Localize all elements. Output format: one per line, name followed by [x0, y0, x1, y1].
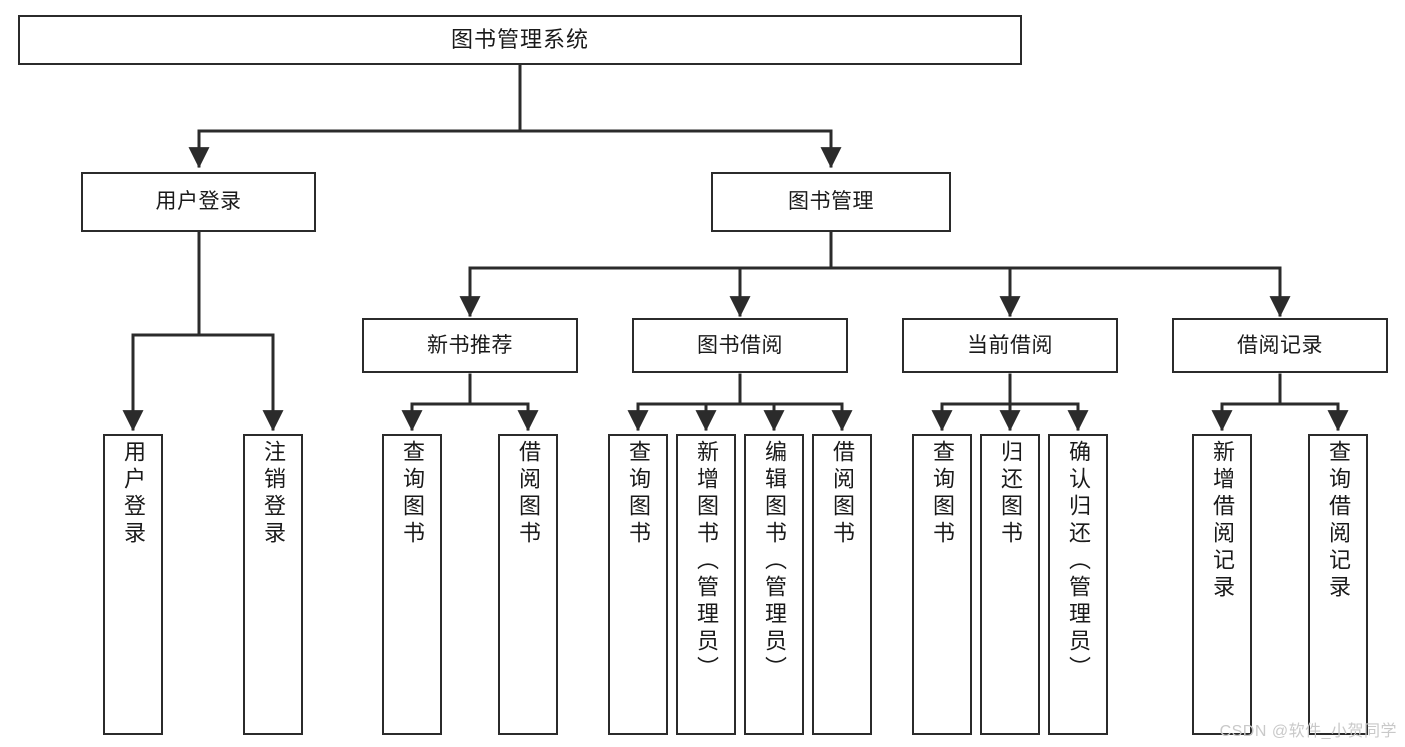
node-leaf-query-record-label: 查询借阅记录	[1326, 440, 1351, 602]
node-leaf-edit-book[interactable]: 编辑图书（管理员）	[744, 434, 804, 735]
node-leaf-query-books-b[interactable]: 查询图书	[608, 434, 668, 735]
node-leaf-query-books-a[interactable]: 查询图书	[382, 434, 442, 735]
node-leaf-logout[interactable]: 注销登录	[243, 434, 303, 735]
node-book-manage[interactable]: 图书管理	[711, 172, 951, 232]
node-leaf-return-book-label: 归还图书	[998, 440, 1023, 548]
node-leaf-query-books-c-label: 查询图书	[930, 440, 955, 548]
node-leaf-borrow-books-a[interactable]: 借阅图书	[498, 434, 558, 735]
node-leaf-user-login-label: 用户登录	[121, 440, 146, 548]
node-borrow-records[interactable]: 借阅记录	[1172, 318, 1388, 373]
node-user-login[interactable]: 用户登录	[81, 172, 316, 232]
node-leaf-query-books-b-label: 查询图书	[626, 440, 651, 548]
node-leaf-query-books-a-label: 查询图书	[400, 440, 425, 548]
node-leaf-edit-book-label: 编辑图书（管理员）	[762, 440, 787, 683]
node-leaf-user-login[interactable]: 用户登录	[103, 434, 163, 735]
node-leaf-confirm-return[interactable]: 确认归还（管理员）	[1048, 434, 1108, 735]
node-leaf-add-record[interactable]: 新增借阅记录	[1192, 434, 1252, 735]
node-leaf-add-book[interactable]: 新增图书（管理员）	[676, 434, 736, 735]
node-new-books-label: 新书推荐	[427, 333, 513, 357]
node-book-borrow-label: 图书借阅	[697, 333, 783, 357]
node-current-borrow[interactable]: 当前借阅	[902, 318, 1118, 373]
node-root[interactable]: 图书管理系统	[18, 15, 1022, 65]
node-root-label: 图书管理系统	[450, 26, 589, 52]
node-book-manage-label: 图书管理	[788, 190, 874, 214]
node-leaf-return-book[interactable]: 归还图书	[980, 434, 1040, 735]
node-leaf-query-books-c[interactable]: 查询图书	[912, 434, 972, 735]
node-leaf-add-record-label: 新增借阅记录	[1210, 440, 1235, 602]
node-leaf-logout-label: 注销登录	[261, 440, 286, 548]
node-leaf-borrow-books-b-label: 借阅图书	[830, 440, 855, 548]
node-current-borrow-label: 当前借阅	[967, 333, 1053, 357]
node-book-borrow[interactable]: 图书借阅	[632, 318, 848, 373]
node-leaf-query-record[interactable]: 查询借阅记录	[1308, 434, 1368, 735]
node-leaf-add-book-label: 新增图书（管理员）	[694, 440, 719, 683]
node-leaf-borrow-books-b[interactable]: 借阅图书	[812, 434, 872, 735]
node-leaf-borrow-books-a-label: 借阅图书	[516, 440, 541, 548]
node-new-books[interactable]: 新书推荐	[362, 318, 578, 373]
node-user-login-label: 用户登录	[155, 190, 242, 214]
node-leaf-confirm-return-label: 确认归还（管理员）	[1066, 440, 1091, 683]
node-borrow-records-label: 借阅记录	[1237, 333, 1323, 357]
